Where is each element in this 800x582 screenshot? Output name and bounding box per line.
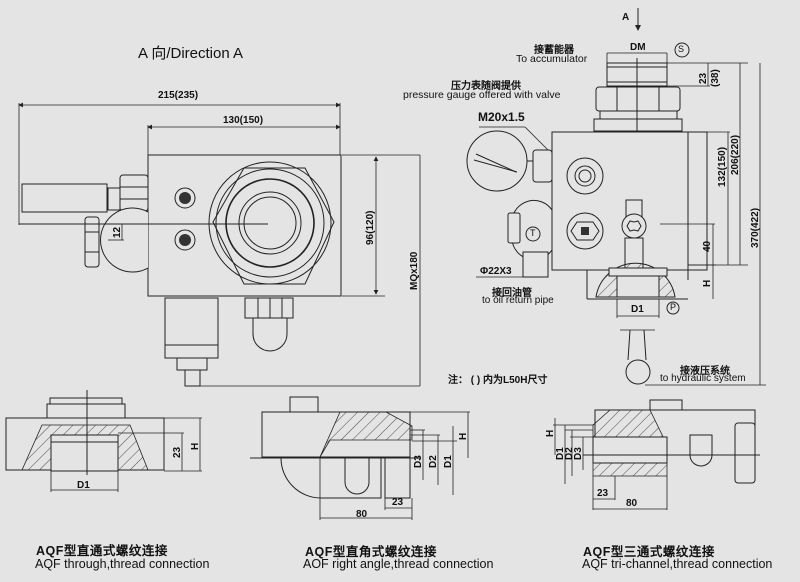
port-p-label: P: [670, 302, 677, 312]
ball-valve: [100, 207, 149, 273]
accumulator-en: To accumulator: [516, 53, 588, 65]
port-t-circle: [525, 226, 541, 242]
dim-23-through: 23: [172, 446, 183, 458]
dim-d1-tri: D1: [555, 447, 566, 460]
handle: [21, 183, 108, 213]
connector: [176, 357, 208, 371]
note: 注： ( ) 内为L50H尺寸: [448, 375, 548, 386]
dim-d1-through: D1: [77, 480, 90, 491]
caption-tri-channel-cn: AQF型三通式螺纹连接: [583, 545, 715, 559]
connector-tip: [184, 369, 201, 387]
dim-d3-right: D3: [413, 455, 424, 468]
dim-206: 206(220): [730, 135, 741, 175]
dim-80-tri: 80: [626, 498, 638, 509]
gauge-fitting: [532, 149, 553, 183]
bolt-head: [179, 234, 191, 246]
adapter: [593, 118, 683, 132]
hydraulic-cn: 接液压系统: [680, 366, 730, 377]
dim-h-side: H: [702, 280, 713, 287]
hex-nut-side: [595, 86, 681, 112]
dim-40: 40: [702, 240, 713, 252]
detail-through: [5, 390, 202, 492]
tri-channel-nut: [734, 422, 756, 484]
dim-d2-right: D2: [428, 455, 439, 468]
detail-right-angle: [250, 396, 470, 520]
side-nut: [84, 216, 100, 268]
side-view: [466, 8, 766, 386]
dim-23: 23: [698, 72, 709, 84]
dim-23-right: 23: [392, 497, 404, 508]
port-t-label: T: [530, 228, 536, 238]
dim-370: 370(422): [750, 208, 761, 248]
return-en: to oil return pipe: [482, 295, 554, 306]
dim-mq: MQx180: [409, 251, 420, 290]
dim-38: (38): [710, 69, 721, 87]
bolt-head: [179, 192, 191, 204]
detail-tri-channel: [553, 399, 760, 510]
top-view: [18, 102, 421, 387]
dim-h-tri: H: [545, 430, 556, 437]
gauge-thread: M20x1.5: [478, 110, 525, 124]
hydraulic-pipe-end: [625, 359, 651, 385]
port-s-circle: [674, 42, 690, 58]
dim-h-through: H: [190, 443, 201, 450]
return-cn: 接回油管: [492, 288, 532, 299]
caption-right-angle-cn: AQF型直角式螺纹连接: [305, 545, 437, 559]
caption-right-angle-en: AOF right angle,thread connection: [303, 557, 494, 571]
caption-through-en: AQF through,thread connection: [35, 557, 210, 571]
dim-96: 96(120): [365, 211, 376, 245]
solenoid: [164, 297, 219, 359]
tri-channel-bore: [592, 436, 668, 464]
through-thread: [50, 434, 119, 472]
hex-fitting: [119, 174, 149, 212]
dim-130: 130(150): [223, 115, 264, 126]
dim-132: 132(150): [717, 147, 728, 187]
dim-80-right: 80: [356, 509, 368, 520]
clamp: [244, 297, 294, 319]
hex-nut: [212, 167, 335, 285]
dim-d1-side: D1: [631, 304, 644, 315]
dim-215: 215(235): [158, 90, 199, 101]
dim-d3-tri: D3: [573, 447, 584, 460]
dim-d2-tri: D2: [564, 447, 575, 460]
pipe-spec: Φ22X3: [480, 266, 512, 277]
direction-a-title: A 向/Direction A: [138, 45, 244, 62]
dm-label: DM: [630, 42, 646, 53]
gauge-en: pressure gauge offered with valve: [403, 89, 561, 101]
bottom-pipe: [252, 317, 288, 352]
handle-neck: [107, 187, 121, 211]
dim-h-right: H: [458, 433, 469, 440]
dim-23-tri: 23: [597, 488, 609, 499]
hydraulic-en: to hydraulic system: [660, 373, 746, 384]
collar: [599, 110, 678, 120]
accumulator-cn: 接蓄能器: [534, 45, 574, 56]
gauge-cn: 压力表随阀提供: [451, 81, 521, 92]
caption-tri-channel-en: AQF tri-channel,thread connection: [582, 557, 773, 571]
return-pipe: [522, 251, 549, 278]
port-p-circle: [666, 301, 680, 315]
port-s-label: S: [678, 44, 685, 54]
gauge-needle: [473, 159, 518, 173]
valve-knob: [621, 213, 647, 239]
dim-d1-right: D1: [443, 455, 454, 468]
dim-12: 12: [112, 226, 123, 238]
arrow-a-label: A: [622, 12, 630, 23]
caption-through-cn: AQF型直通式螺纹连接: [36, 544, 168, 558]
